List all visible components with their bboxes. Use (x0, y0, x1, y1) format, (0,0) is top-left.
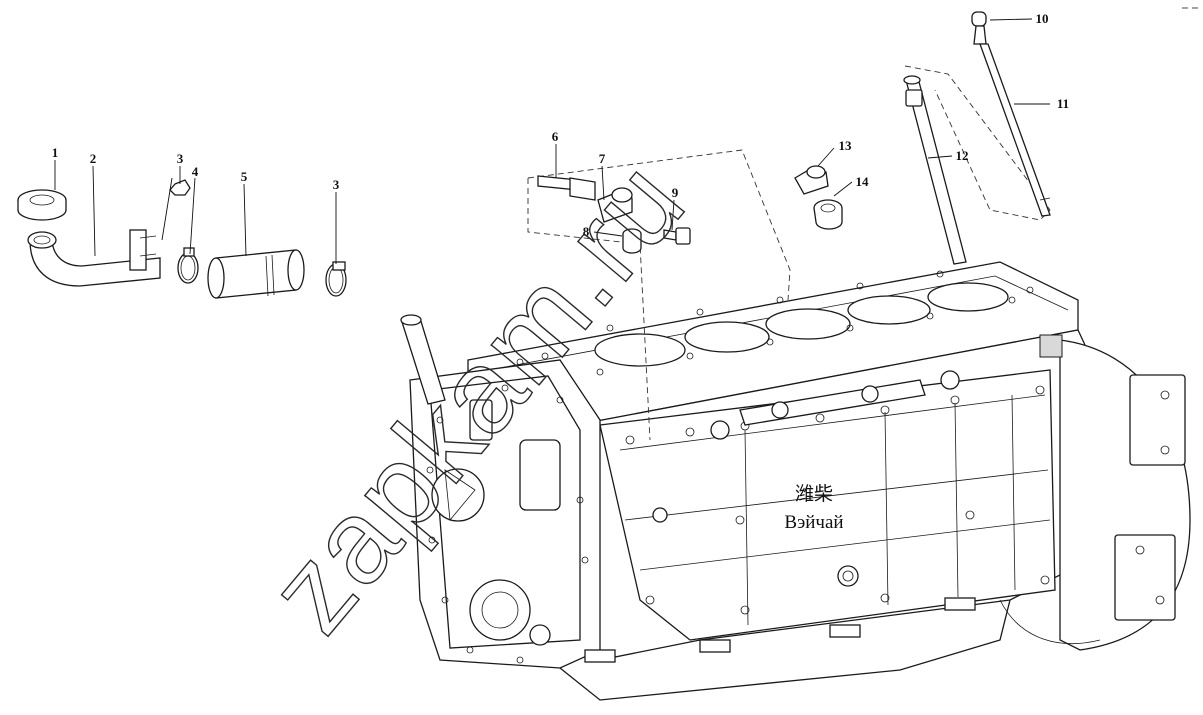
assembly-outline-center (527, 149, 791, 301)
callout-14: 14 (856, 174, 870, 189)
part-13-clip (794, 165, 829, 195)
callout-7: 7 (599, 151, 606, 166)
part-9-bolt (663, 227, 691, 245)
part-3-nut (161, 177, 191, 241)
callout-2: 2 (90, 151, 97, 166)
callout-10: 10 (1036, 11, 1049, 26)
part-2-pipe (27, 229, 161, 287)
callout-4: 4 (192, 164, 199, 179)
engine-block: 潍柴 Вэйчай (400, 261, 1191, 701)
callout-labels: 1 2 3 4 5 3 6 7 8 9 10 11 12 13 14 (52, 11, 1069, 239)
callout-8: 8 (583, 224, 590, 239)
callout-3-nut: 3 (177, 151, 184, 166)
part-11-dipstick (979, 43, 1051, 217)
callout-1: 1 (52, 145, 59, 160)
brand-russian: Вэйчай (784, 512, 843, 533)
callout-11: 11 (1057, 96, 1069, 111)
part-7-bracket (597, 187, 633, 223)
part-6-stud (537, 175, 596, 201)
part-10-dipstick-handle (971, 11, 987, 45)
callout-6: 6 (552, 129, 559, 144)
callout-13: 13 (839, 138, 853, 153)
callout-leaders (54, 18, 1050, 264)
part-4-hose-clamp (177, 247, 199, 284)
part-5-hose (207, 249, 305, 299)
part-3-hose-clamp (325, 261, 347, 297)
part-14-grommet (813, 199, 843, 230)
callout-5: 5 (241, 169, 248, 184)
callout-12: 12 (956, 148, 969, 163)
part-1-seal-ring (17, 189, 67, 221)
part-12-guide-tube (903, 75, 967, 265)
callout-3-clamp: 3 (333, 177, 340, 192)
part-8-bushing (622, 228, 642, 254)
brand-chinese: 潍柴 (795, 483, 833, 505)
callout-9: 9 (672, 185, 679, 200)
